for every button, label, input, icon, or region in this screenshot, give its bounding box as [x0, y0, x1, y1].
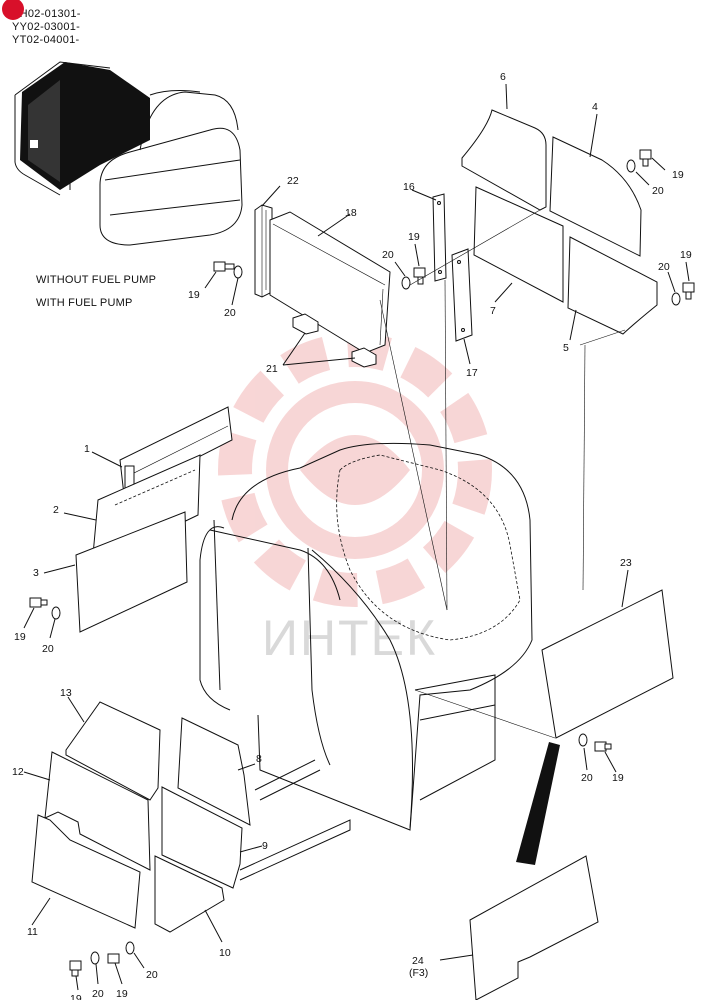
- part-16-strip: [411, 189, 447, 282]
- callout-20-e: 20: [42, 643, 54, 655]
- bolt-washer-group-23: [578, 733, 617, 773]
- callout-19-h: 19: [70, 993, 82, 1000]
- note-without-fuel-pump: WITHOUT FUEL PUMP: [36, 274, 157, 286]
- bolt-washer-group-3: [23, 597, 61, 639]
- part-4-panel: [549, 113, 642, 257]
- serial-range-1: YH02-01301-: [12, 8, 81, 20]
- callout-20-h: 20: [146, 969, 158, 981]
- part-1-panel: [91, 406, 233, 496]
- callout-4: 4: [592, 101, 598, 113]
- serial-range-3: YT02-04001-: [12, 34, 80, 46]
- callout-19-c: 19: [672, 169, 684, 181]
- part-21-pads: [282, 313, 377, 368]
- bolt-washer-group-18: [204, 261, 243, 306]
- callout-21: 21: [266, 363, 278, 375]
- callout-19-a: 19: [188, 289, 200, 301]
- part-10-panel: [154, 855, 225, 943]
- callout-9: 9: [262, 840, 268, 852]
- callout-24: 24: [412, 955, 424, 967]
- callout-5: 5: [563, 342, 569, 354]
- bolt-washer-group-16: [394, 243, 426, 290]
- callout-7: 7: [490, 305, 496, 317]
- callout-20-g: 20: [92, 988, 104, 1000]
- part-7-panel: [473, 186, 564, 303]
- callout-2: 2: [53, 504, 59, 516]
- part-8-panel: [177, 717, 256, 826]
- serial-range-2: YY02-03001-: [12, 21, 81, 33]
- callout-20-a: 20: [224, 307, 236, 319]
- part-11-panel: [31, 814, 141, 929]
- callout-11: 11: [27, 926, 38, 938]
- callout-8: 8: [256, 753, 262, 765]
- callout-10: 10: [219, 947, 231, 959]
- part-3-panel: [43, 511, 188, 633]
- part-23-panel: [414, 569, 674, 739]
- cab-body: [199, 442, 533, 831]
- part-12-panel: [23, 751, 151, 871]
- watermark-text: ИНТЕК: [262, 610, 437, 666]
- part-9-panel: [161, 786, 263, 889]
- serial-range-block: YH02-01301- YY02-03001- YT02-04001-: [2, 0, 81, 47]
- callout-23: 23: [620, 557, 632, 569]
- callout-19-d: 19: [680, 249, 692, 261]
- callout-3: 3: [33, 567, 39, 579]
- callout-16: 16: [403, 181, 415, 193]
- callout-1: 1: [84, 443, 90, 455]
- bolt-washer-group-4: [626, 149, 666, 186]
- callout-20-f: 20: [581, 772, 593, 784]
- callout-12: 12: [12, 766, 24, 778]
- callout-19-e: 19: [14, 631, 26, 643]
- bolt-washer-group-5: [667, 261, 695, 306]
- part-6-panel: [461, 83, 547, 211]
- callout-17: 17: [466, 367, 478, 379]
- callout-19-b: 19: [408, 231, 420, 243]
- callout-22: 22: [287, 175, 299, 187]
- callout-20-d: 20: [658, 261, 670, 273]
- callout-20-c: 20: [652, 185, 664, 197]
- part-13-panel: [65, 696, 161, 801]
- part-5-panel: [567, 236, 658, 341]
- part-17-strip: [451, 248, 473, 365]
- callout-24-subtext: (F3): [409, 967, 428, 979]
- machine-overview-illustration: [14, 61, 243, 246]
- note-with-fuel-pump: WITH FUEL PUMP: [36, 297, 133, 309]
- part-22-bracket: [254, 185, 281, 298]
- callout-13: 13: [60, 687, 72, 699]
- callout-19-g: 19: [116, 988, 128, 1000]
- watermark-gear-logo: [218, 333, 492, 607]
- part-18-panel: [269, 211, 391, 354]
- callout-18: 18: [345, 207, 357, 219]
- callout-6: 6: [500, 71, 506, 83]
- frame-guide-lines: [239, 759, 351, 881]
- callout-19-f: 19: [612, 772, 624, 784]
- part-24-panel: [439, 855, 599, 1000]
- red-corner-badge: [2, 0, 24, 20]
- callout-20-b: 20: [382, 249, 394, 261]
- replacement-arrow: [516, 742, 560, 865]
- bolt-washer-group-bottom: [69, 941, 145, 991]
